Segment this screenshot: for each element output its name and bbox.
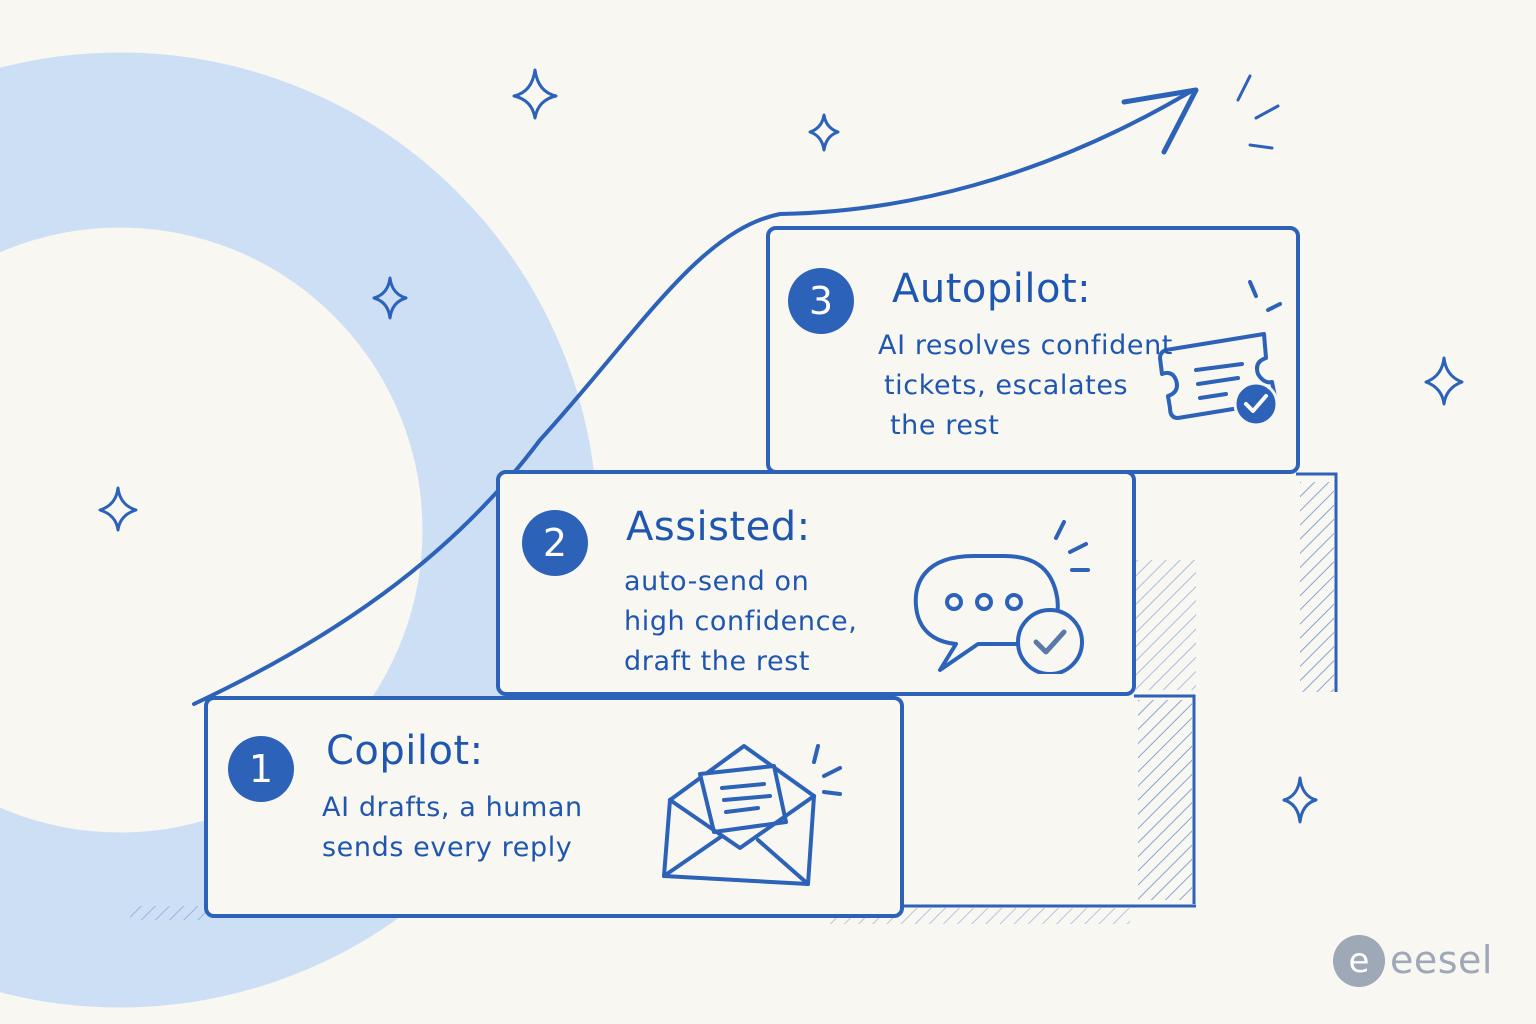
sparkle-icon: [98, 486, 138, 532]
step-1-line-1: AI drafts, a human: [322, 792, 583, 823]
step-3-line-1: AI resolves confident: [878, 330, 1173, 361]
logo-letter: e: [1349, 941, 1370, 981]
step-card-3: [766, 226, 1300, 474]
ticket-check-icon: [1158, 280, 1282, 427]
envelope-icon: [662, 744, 842, 886]
arrow-head: [1121, 87, 1199, 155]
sparkle-icon: [372, 276, 408, 320]
sparkle-icons: [98, 68, 1464, 824]
step-title-2: Assisted:: [626, 504, 811, 550]
eesel-logo-wordmark: eesel: [1390, 938, 1493, 982]
step-number-badge-3: 3: [788, 268, 854, 334]
sparkle-icon: [512, 68, 558, 120]
step-2-line-1: auto-send on: [624, 566, 810, 597]
step-title-3: Autopilot:: [892, 266, 1092, 312]
sparkle-icon: [1424, 356, 1464, 406]
step-description-3: AI resolves confident tickets, escalates…: [878, 326, 1173, 446]
step-ledges: [130, 472, 1338, 924]
step-2-line-3: draft the rest: [624, 646, 811, 677]
eesel-logo-mark-icon: e: [1333, 935, 1385, 987]
arrow-burst: [1236, 74, 1280, 150]
step-title-1: Copilot:: [326, 728, 484, 774]
step-3-line-2: tickets, escalates: [884, 370, 1129, 401]
sparkle-icon: [1282, 776, 1318, 824]
growth-arrow: [192, 90, 1192, 706]
step-3-line-3: the rest: [890, 410, 1000, 441]
step-number-badge-1: 1: [228, 736, 294, 802]
step-card-2: [496, 470, 1136, 696]
step-1-line-2: sends every reply: [322, 832, 573, 863]
step-2-line-2: high confidence,: [624, 606, 858, 637]
step-description-1: AI drafts, a human sends every reply: [322, 788, 583, 868]
step-description-2: auto-send on high confidence, draft the …: [624, 562, 857, 682]
step-number-badge-2: 2: [522, 510, 588, 576]
step-card-1: [204, 696, 904, 918]
chat-bubble-check-icon: [913, 520, 1090, 674]
sparkle-icon: [808, 113, 840, 152]
